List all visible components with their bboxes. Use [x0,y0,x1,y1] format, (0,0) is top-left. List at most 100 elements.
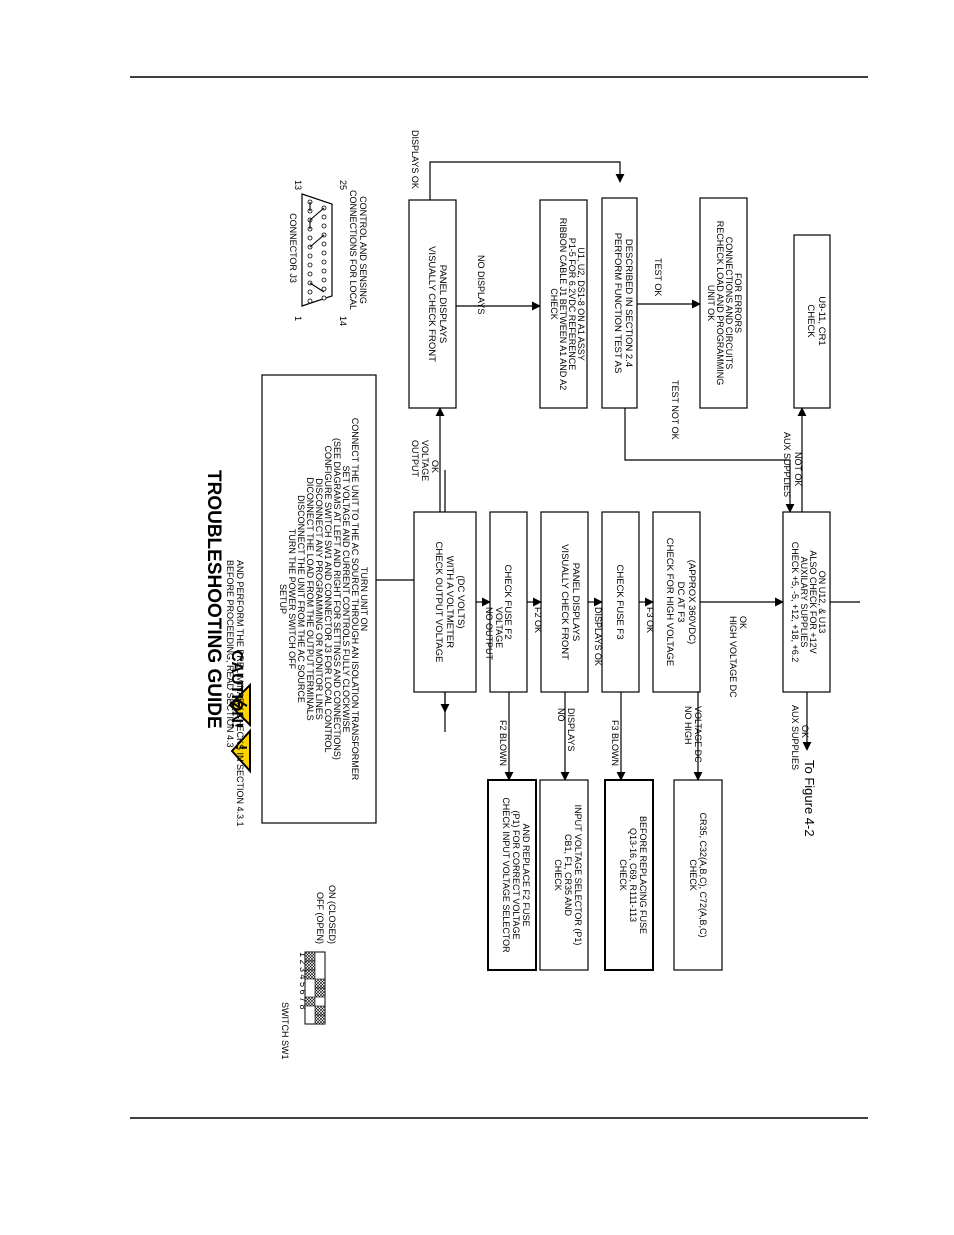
check-f3-text: CHECK FUSE F3 [614,565,625,640]
no-displays-box [539,779,589,971]
function-test-box [601,197,638,409]
setup-line: DICONNECT THE LOAD FROM THE OUTPUT TERMI… [305,477,315,720]
label-output-ok-3: OK [430,460,440,473]
connector-title: CONNECTOR J3 [288,213,298,283]
check-output-line: WITH A VOLTMETER [444,556,455,648]
unit-ok-line: CONNECTIONS AND CIRCUITS [724,237,734,370]
connector-j3: CONNECTOR J3 13 25 1 14 CONNECTIONS FOR … [288,180,368,326]
check-output-line: CHECK OUTPUT VOLTAGE [433,542,444,663]
setup-line: TURN UNIT ON [359,567,369,631]
switch-numbers: 1 2 3 4 5 6 7 8 [298,952,308,1010]
arrow-displays-ok-top [429,161,625,200]
check-aux-line: CHECK +5, -5, +12, +18, +6.2 [790,542,800,663]
setup-line: CONNECT THE UNIT TO THE AC SOURCE THROUG… [350,418,360,781]
setup-line: DISCONNECT ANY PROGRAMMING OR MONITOR LI… [314,478,324,720]
label-test-ok: TEST OK [653,258,663,296]
label-no-displays-2: DISPLAYS [566,708,576,751]
label-hv-ok-1: HIGH VOLTAGE DC [728,616,738,698]
f3-blown-line: BEFORE REPLACING FUSE [638,816,648,934]
label-no-displays-1: NO [556,708,566,722]
setup-line: DISCONNECT THE UNIT FROM THE AC SOURCE [296,495,306,703]
rotated-diagram: TROUBLESHOOTING GUIDE ! CAUTION! BEFORE … [203,130,860,1060]
f3-blown-box [604,779,654,971]
label-to-figure: To Figure 4-2 [802,760,817,837]
f2-blown-line: CHECK INPUT VOLTAGE SELECTOR [501,797,511,953]
caution-text-1: BEFORE PROCEEDING, READ SECTION 4.3 [225,560,235,748]
no-displays-line: INPUT VOLTAGE SELECTOR (P1) [573,805,583,946]
ribbon-line: CHECK [549,288,559,320]
visual1-line: VISUALLY CHECK FRONT [426,246,437,362]
unit-ok-line: FOR ERRORS [733,273,743,333]
label-no-output-1: NO OUTPUT [484,607,494,661]
setup-line: SETUP [278,584,288,614]
visual2-line: VISUALLY CHECK FRONT [559,544,570,660]
label-test-not-ok: TEST NOT OK [670,380,680,440]
check-aux-line: ON U12, & U13 [817,571,827,634]
ribbon-line: U1, U2, DS1-8 ON A1 ASSY [576,247,586,361]
switch-title: SWITCH SW1 [280,1002,290,1060]
u9-line: CHECK [805,304,816,338]
f3-blown-line: Q13-16, C69, R111-113 [628,828,638,922]
setup-line: SET VOLTAGE AND CURRENT CONTROLS FULLY C… [341,465,351,732]
visual2-line: PANEL DISPLAYS [570,563,581,642]
function-line: PERFORM FUNCTION TEST AS [612,233,623,374]
check-aux-line: ALSO CHECK FOR +12V [808,550,818,653]
switch-on-label: ON (CLOSED) [327,885,337,944]
svg-text:!: ! [232,745,249,750]
f2-blown-line: AND REPLACE F2 FUSE [521,823,531,926]
label-hv-ok-2: OK [738,616,748,629]
label-no-hv-1: NO HIGH [683,706,693,745]
ribbon-line: P1-5 FOR 6.2VDC REFERENCE [567,238,577,371]
check-hv-line: DC AT F3 [675,582,686,623]
unit-ok-line: RECHECK LOAD AND PROGRAMMING [715,221,725,386]
connector-caption-1: CONNECTIONS FOR LOCAL [348,190,358,310]
page-title: TROUBLESHOOTING GUIDE [203,470,224,729]
label-f3-ok: F3 OK [645,607,655,633]
label-aux-not-ok-2: NOT OK [793,452,803,486]
f3-blown-line: CHECK [618,859,628,891]
connector-pin-25: 25 [338,180,348,190]
arrow-test-not-ok [624,408,795,513]
no-hv-line: CHECK [688,859,698,891]
label-no-output-2: VOLTAGE [494,607,504,648]
high-voltage-icon [228,682,251,728]
no-displays-line: CHECK [553,859,563,891]
unit-ok-box [699,197,748,409]
label-no-hv-2: VOLTAGE DC [693,706,703,763]
f2-blown-line: (P1) FOR CORRECT VOLTAGE [511,810,521,939]
label-output-ok-2: VOLTAGE [420,440,430,481]
no-displays-line: CB1, F1, CR35 AND [563,834,573,917]
ribbon-line: RIBBON CABLE J1 BETWEEN A1 AND A2 [558,218,568,391]
visual-check-1-box [408,199,457,409]
check-aux-line: AUXILARY SUPPLIES [799,557,809,648]
switch-off-label: OFF (OPEN) [315,892,325,944]
visual1-line: PANEL DISPLAYS [437,265,448,344]
connector-pin-14: 14 [338,316,348,326]
warning-icon: ! [230,728,252,774]
connector-caption-2: CONTROL AND SENSING [358,196,368,304]
check-hv-line: CHECK FOR HIGH VOLTAGE [664,538,675,666]
label-aux-ok-1: AUX SUPPLIES [790,705,800,770]
no-hv-line: CR35, C32(A,B,C), C72(A,B,C) [698,812,708,937]
label-aux-ok-2: OK [800,725,810,738]
caution-text-2: AND PERFORM THE PRELIMINARY CHECKS IN SE… [235,560,245,827]
setup-line: CONFIGURE SWITCH SW1 AND CONNECTOR J3 FO… [323,445,333,752]
caution-label: CAUTION! [228,650,245,728]
label-displays-ok-top: DISPLAYS OK [410,130,420,189]
unit-ok-line: UNIT OK [706,285,716,321]
setup-line: TURN THE POWER SWITCH OFF [287,529,297,670]
u9-check-box [793,234,831,409]
label-f2-ok: F2 OK [533,607,543,633]
switch-sw1: SWITCH SW1 1 2 3 4 5 6 7 8 OFF (OPEN) ON… [280,885,337,1060]
setup-line: (SEE DIAGRAMS AT LEFT AND RIGHT FOR SETT… [332,438,342,760]
label-f3-blown: F3 BLOWN [610,720,620,766]
label-aux-not-ok-1: AUX SUPPLIES [782,432,792,497]
setup-text: SETUP TURN THE POWER SWITCH OFF DISCONNE… [278,418,369,781]
connector-pin-13: 13 [293,180,303,190]
function-line: DESCRIBED IN SECTION 2.4 [623,239,634,367]
no-hv-box [673,779,723,971]
ribbon-cable-box [539,199,588,409]
setup-box [261,374,377,824]
u9-line: U9-11, CR1 [816,296,827,345]
